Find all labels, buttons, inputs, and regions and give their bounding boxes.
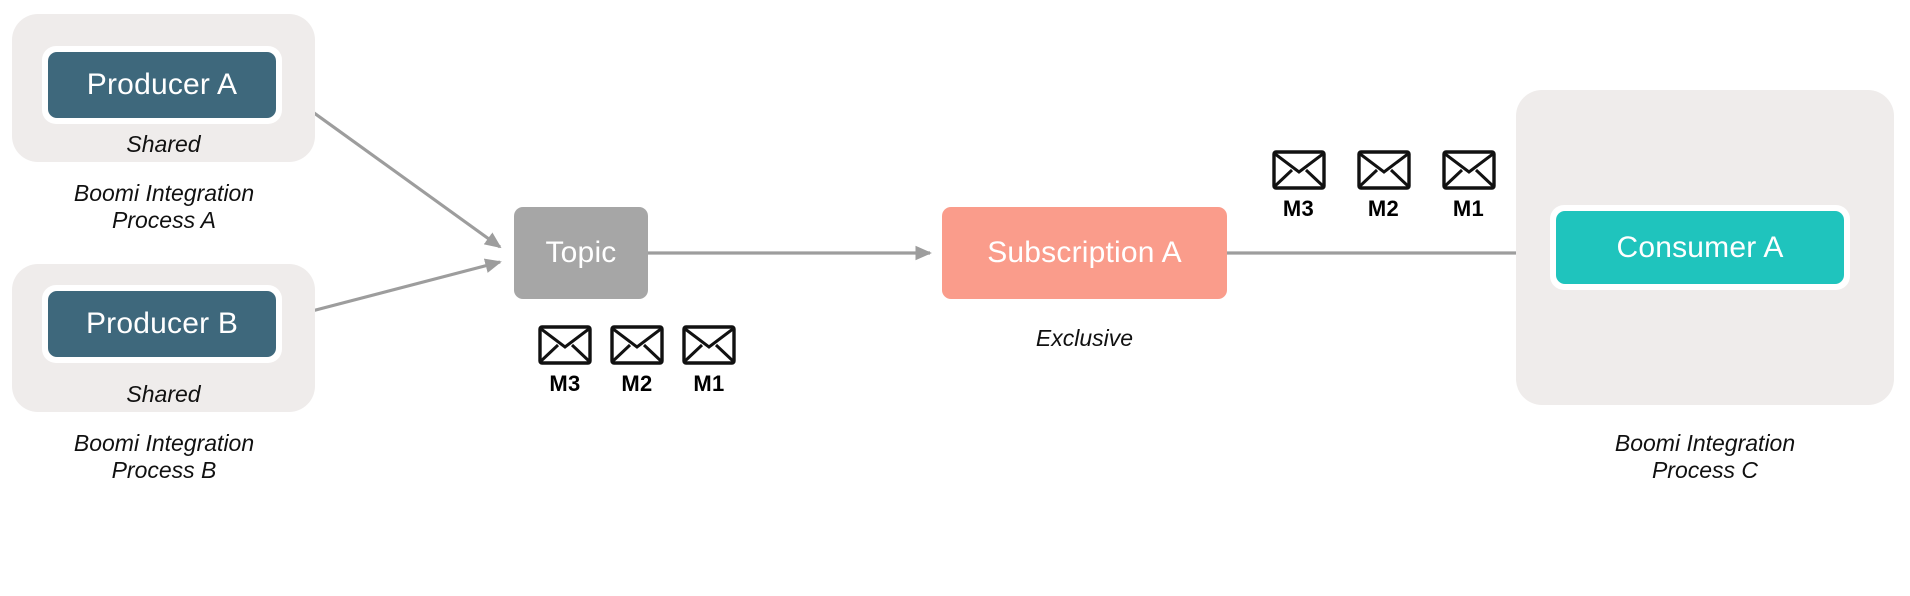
envelope-icon	[1441, 150, 1496, 190]
envelope-icon	[538, 325, 592, 365]
edge-producer-b-to-topic	[284, 258, 502, 320]
producer-b-process-caption: Boomi Integration Process B	[4, 430, 324, 484]
message-label: M2	[1367, 196, 1400, 221]
producer-b-process-line-1: Boomi Integration	[73, 430, 255, 456]
consumer-a-frame: Consumer A	[1550, 205, 1850, 290]
message-item: M3	[1256, 150, 1341, 222]
message-label: M1	[1452, 196, 1485, 221]
producer-a-mode-label: Shared	[126, 131, 201, 157]
producer-b-frame: Producer B	[42, 285, 282, 363]
envelope-icon	[610, 325, 664, 365]
delivery-message-queue: M3 M2 M1	[1256, 150, 1511, 222]
producer-a-process-caption: Boomi Integration Process A	[4, 180, 324, 234]
consumer-a-label: Consumer A	[1616, 230, 1784, 264]
consumer-a-process-line-1: Boomi Integration	[1614, 430, 1796, 456]
message-item: M2	[1341, 150, 1426, 222]
subscription-a-node[interactable]: Subscription A	[942, 207, 1227, 299]
envelope-icon	[1271, 150, 1326, 190]
message-label: M3	[1282, 196, 1315, 221]
message-label: M3	[549, 371, 581, 396]
producer-a-process-line-2: Process A	[112, 207, 216, 234]
producer-a-frame: Producer A	[42, 46, 282, 124]
message-item: M2	[601, 325, 673, 397]
message-item: M1	[1426, 150, 1511, 222]
producer-b-node[interactable]: Producer B	[48, 291, 276, 357]
producer-a-node[interactable]: Producer A	[48, 52, 276, 118]
topic-node[interactable]: Topic	[514, 207, 648, 299]
producer-a-process-line-1: Boomi Integration	[73, 180, 255, 206]
producer-a-label: Producer A	[86, 68, 238, 101]
subscription-a-label: Subscription A	[987, 236, 1182, 269]
message-label: M2	[621, 371, 653, 396]
producer-b-label: Producer B	[85, 307, 239, 340]
consumer-a-node[interactable]: Consumer A	[1556, 211, 1844, 284]
producer-b-process-line-2: Process B	[111, 457, 217, 484]
message-label: M1	[693, 371, 725, 396]
consumer-a-process-caption: Boomi Integration Process C	[1545, 430, 1865, 484]
message-item: M3	[529, 325, 601, 397]
subscription-a-mode-label: Exclusive	[1035, 325, 1134, 351]
envelope-icon	[682, 325, 736, 365]
envelope-icon	[1356, 150, 1411, 190]
consumer-a-process-line-2: Process C	[1651, 457, 1759, 484]
message-item: M1	[673, 325, 745, 397]
producer-b-mode-label: Shared	[126, 381, 201, 407]
topic-message-queue: M3 M2 M1	[529, 325, 745, 397]
topic-label: Topic	[545, 236, 617, 269]
